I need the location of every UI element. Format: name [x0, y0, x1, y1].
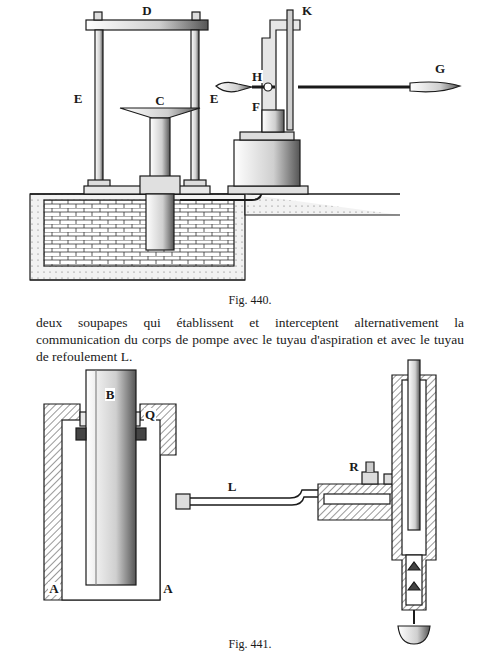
part-letter: E — [73, 92, 84, 105]
part-letter: R — [348, 460, 359, 473]
part-letter: Q — [144, 408, 156, 421]
part-letter: K — [301, 4, 313, 17]
body-text: deux soupapes qui établissent et interce… — [36, 314, 464, 365]
part-letter: A — [48, 582, 59, 595]
part-letter: E — [209, 92, 220, 105]
figure-caption: Fig. 441. — [228, 638, 271, 650]
part-letter: A — [162, 582, 173, 595]
part-letter: H — [251, 70, 263, 83]
part-letter: L — [227, 480, 238, 493]
figure-caption: Fig. 440. — [228, 294, 271, 306]
part-letter: G — [434, 62, 446, 75]
part-letter: B — [105, 388, 116, 401]
part-letter: D — [141, 4, 152, 17]
part-letter: F — [251, 100, 261, 113]
part-letter: C — [154, 94, 165, 107]
